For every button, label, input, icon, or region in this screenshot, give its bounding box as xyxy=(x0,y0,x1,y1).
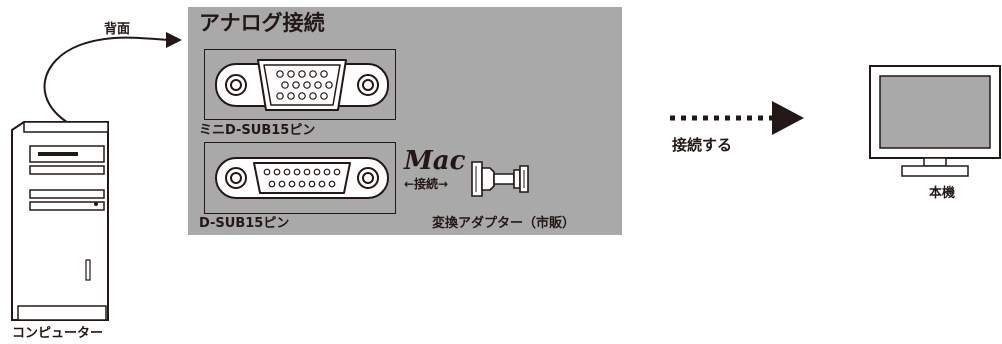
adapter-connect-label: ←接続→ xyxy=(404,177,449,191)
adapter-label: 変換アダプター（市販） xyxy=(432,216,576,231)
mac-logo-icon: Mac xyxy=(403,146,466,176)
connect-arrow xyxy=(670,101,804,135)
mini-dsub15-connector-icon xyxy=(215,59,389,111)
mini-dsub15-label: ミニD-SUB15ピン xyxy=(199,123,316,138)
dsub15-connector-icon xyxy=(215,157,389,199)
mac-logo-text: Mac xyxy=(403,146,466,176)
conversion-adapter-icon xyxy=(471,161,529,197)
mini-dsub-connector-box xyxy=(204,49,396,120)
computer-tower-icon xyxy=(11,121,109,321)
monitor-icon xyxy=(869,65,1001,177)
connect-label: 接続する xyxy=(672,136,733,154)
dsub15-label: D-SUB15ピン xyxy=(199,216,290,231)
panel-title: アナログ接続 xyxy=(199,11,325,35)
monitor-label: 本機 xyxy=(929,186,956,201)
dsub-connector-box xyxy=(204,142,396,214)
computer-label: コンピューター xyxy=(12,326,104,341)
rear-label: 背面 xyxy=(104,22,131,37)
rear-cable-arrow xyxy=(43,32,182,125)
